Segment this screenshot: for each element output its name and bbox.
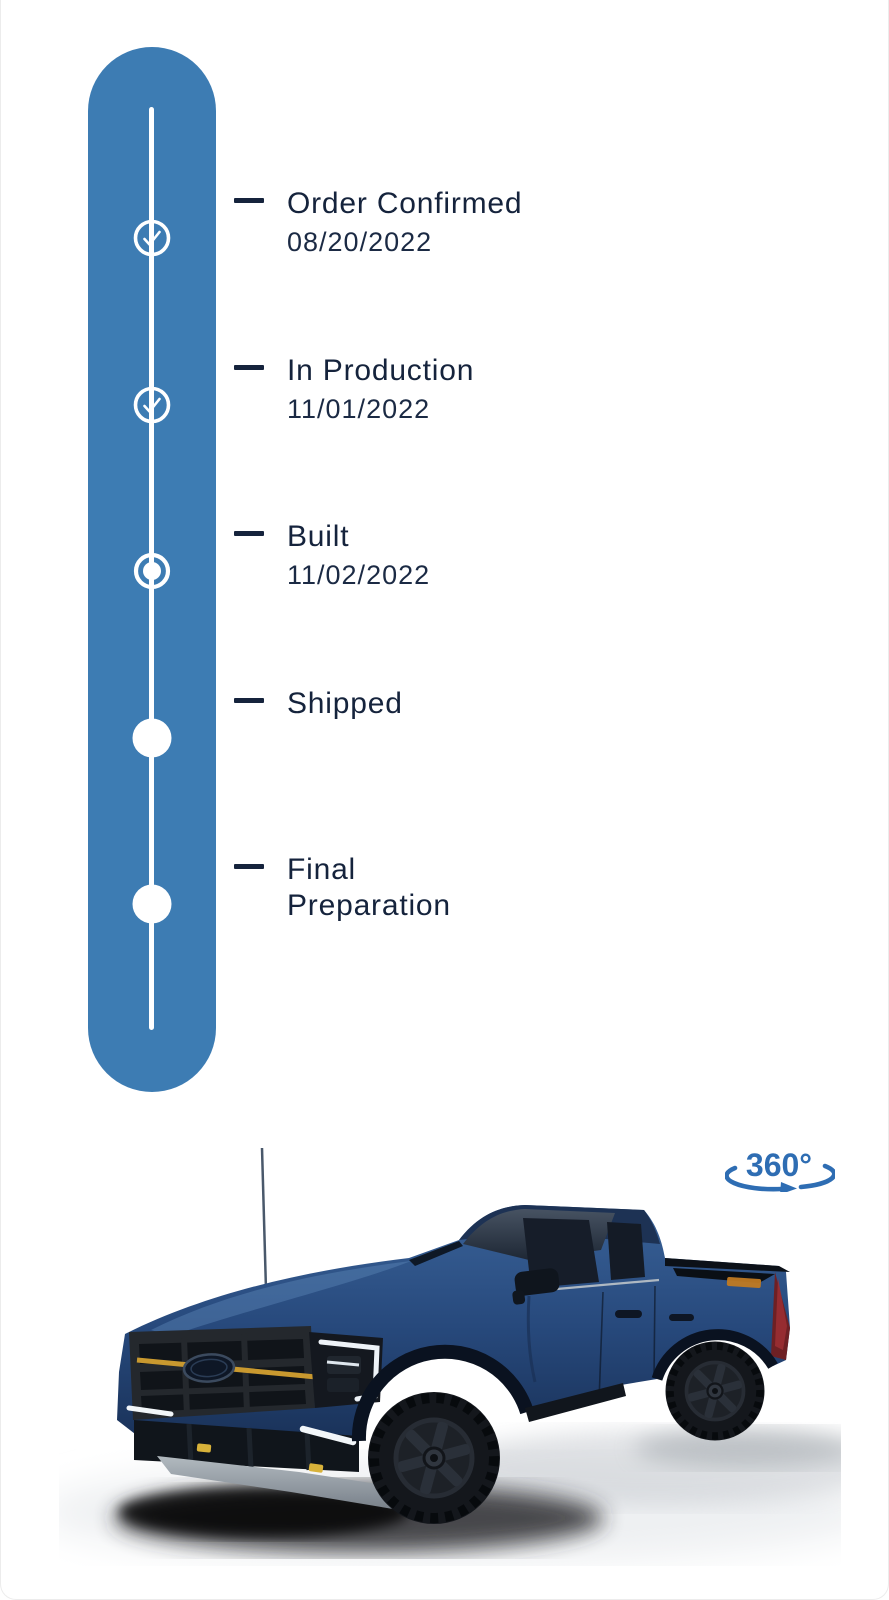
tow-hook-left <box>196 1443 212 1453</box>
dash-icon <box>234 198 264 203</box>
rotate-360-badge: 360° <box>724 1142 837 1195</box>
step-date: 08/20/2022 <box>287 227 433 257</box>
wheel-arches <box>351 1329 778 1442</box>
step-label: Shipped <box>287 687 403 720</box>
step-label-line2: Preparation <box>287 889 451 922</box>
step-label: Built <box>287 520 350 553</box>
timeline-step-final-preparation: Final Preparation <box>234 852 451 924</box>
step-text: Built 11/02/2022 <box>287 519 430 591</box>
timeline-step-built: Built 11/02/2022 <box>234 519 430 591</box>
timeline-step-shipped: Shipped <box>234 686 403 722</box>
vehicle-360-viewer[interactable] <box>39 1120 884 1566</box>
rotate-360-icon: 360° <box>724 1147 837 1195</box>
cowl <box>409 1241 463 1266</box>
step-marker-upcoming-icon <box>132 884 172 924</box>
drl-left <box>126 1405 174 1417</box>
side-mirror <box>512 1268 560 1305</box>
hood-highlight <box>151 1261 411 1336</box>
step-label: In Production <box>287 354 475 387</box>
dash-icon <box>234 864 264 869</box>
step-text: In Production 11/01/2022 <box>287 353 474 425</box>
running-board <box>525 1383 626 1422</box>
timeline-pill <box>88 47 216 1092</box>
door-handle-front <box>615 1310 642 1318</box>
headlight <box>309 1332 383 1408</box>
ford-oval-badge <box>182 1353 236 1383</box>
drl-right <box>299 1425 357 1446</box>
timeline-step-order-confirmed: Order Confirmed 08/20/2022 <box>234 186 522 258</box>
front-wheel <box>368 1392 500 1524</box>
vehicle-image <box>39 1147 884 1564</box>
step-marker-complete-icon <box>132 218 172 258</box>
dash-icon <box>234 365 264 370</box>
timeline-step-in-production: In Production 11/01/2022 <box>234 353 474 425</box>
step-date: 11/01/2022 <box>287 394 431 424</box>
step-label: Final <box>287 853 357 886</box>
tremor-decal <box>726 1276 762 1289</box>
step-marker-complete-icon <box>132 385 172 425</box>
step-date: 11/02/2022 <box>287 560 431 590</box>
dash-icon <box>234 698 264 703</box>
antenna <box>260 1147 268 1291</box>
front-bumper <box>126 1405 404 1510</box>
step-text: Order Confirmed 08/20/2022 <box>287 186 522 258</box>
skid-plate <box>157 1456 404 1510</box>
door-handle-rear <box>669 1314 694 1321</box>
step-label: Order Confirmed <box>287 187 523 220</box>
door-details <box>526 1285 694 1403</box>
tow-hook-right <box>308 1463 324 1473</box>
step-text: Final Preparation <box>287 852 451 924</box>
front-grille <box>129 1326 370 1420</box>
rear-wheel <box>666 1342 765 1441</box>
dash-icon <box>234 531 264 536</box>
step-text: Shipped <box>287 686 403 722</box>
svg-text:360°: 360° <box>746 1147 812 1183</box>
truck-bed <box>665 1258 790 1360</box>
step-marker-upcoming-icon <box>132 718 172 758</box>
step-marker-current-icon <box>132 551 172 591</box>
